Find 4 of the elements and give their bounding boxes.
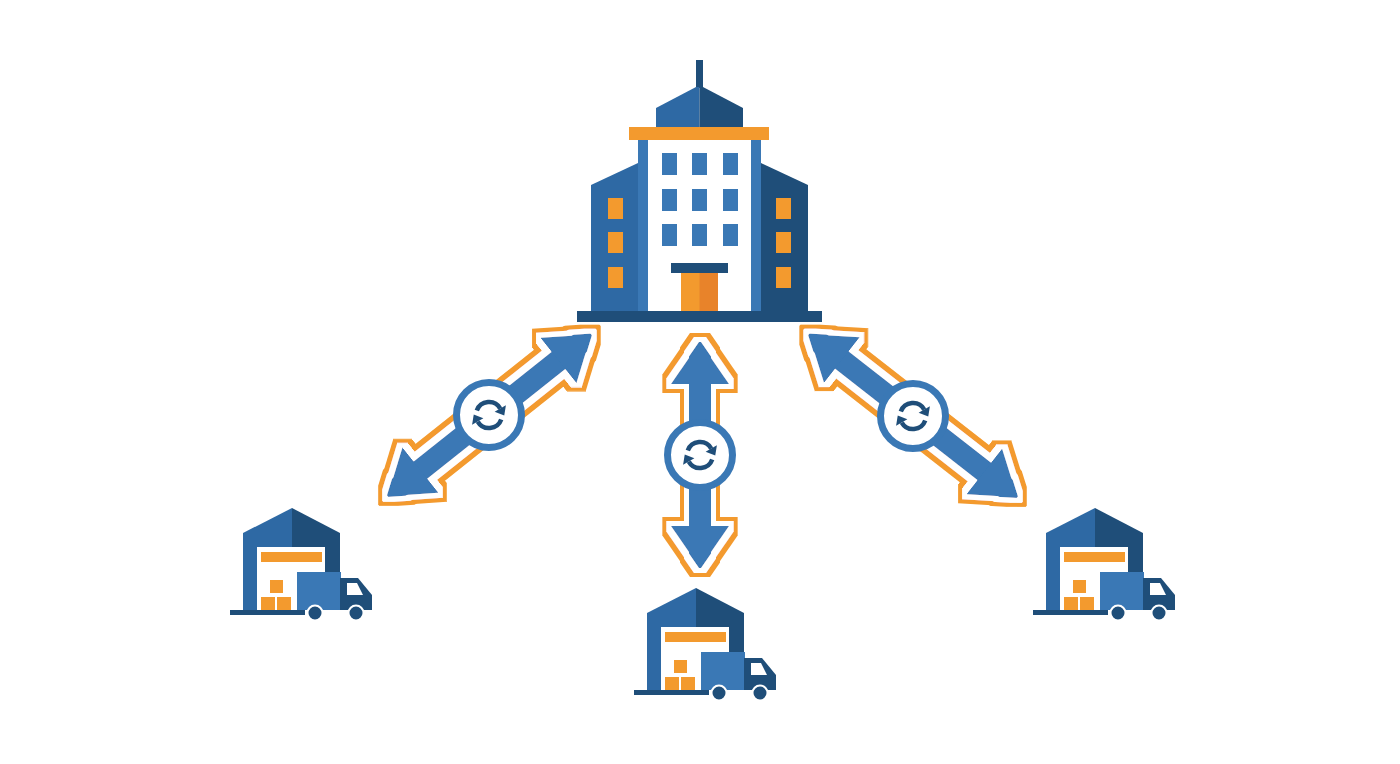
office-building-drawing [577, 58, 822, 322]
warehouse-with-truck-drawing [1033, 508, 1175, 622]
warehouse-with-truck-drawing [230, 508, 372, 622]
warehouse-with-truck-drawing [634, 588, 776, 702]
